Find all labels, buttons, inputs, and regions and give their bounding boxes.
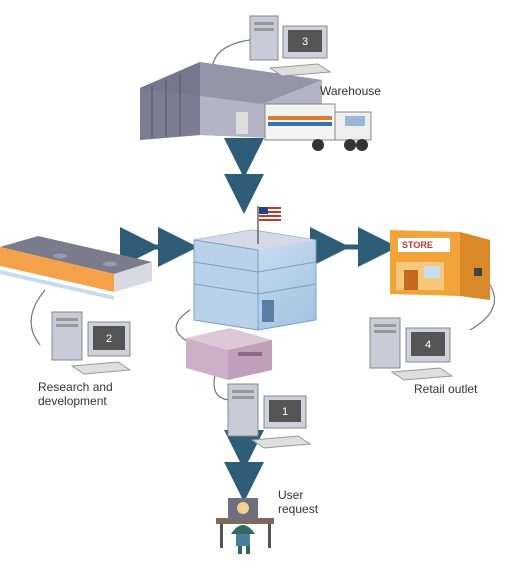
label-warehouse: Warehouse [320, 84, 381, 98]
research-building [0, 236, 152, 300]
label-user-request: User request [278, 488, 318, 516]
connection-arrows [120, 138, 398, 502]
computer-3-number: 3 [302, 36, 308, 48]
label-user-line2: request [278, 502, 319, 516]
label-research-line1: Research and [38, 380, 113, 394]
label-research: Research and development [38, 380, 113, 408]
retail-store: STORE [390, 230, 490, 300]
computer-3: 3 [249, 15, 332, 77]
flag-icon [257, 206, 281, 244]
computer-2-number: 2 [106, 333, 112, 345]
label-research-line2: development [38, 394, 107, 408]
computer-4-number: 4 [425, 339, 431, 351]
server-box [186, 328, 272, 380]
store-sign: STORE [402, 240, 433, 250]
headquarters-building [193, 229, 317, 331]
computer-2: 2 [51, 311, 132, 375]
delivery-truck [264, 103, 372, 151]
computer-1: 1 [227, 383, 312, 449]
label-retail: Retail outlet [414, 382, 478, 396]
label-user-line1: User [278, 488, 304, 502]
computer-4: 4 [369, 317, 454, 381]
computer-1-number: 1 [282, 406, 288, 418]
user-at-desk-icon [216, 498, 274, 554]
